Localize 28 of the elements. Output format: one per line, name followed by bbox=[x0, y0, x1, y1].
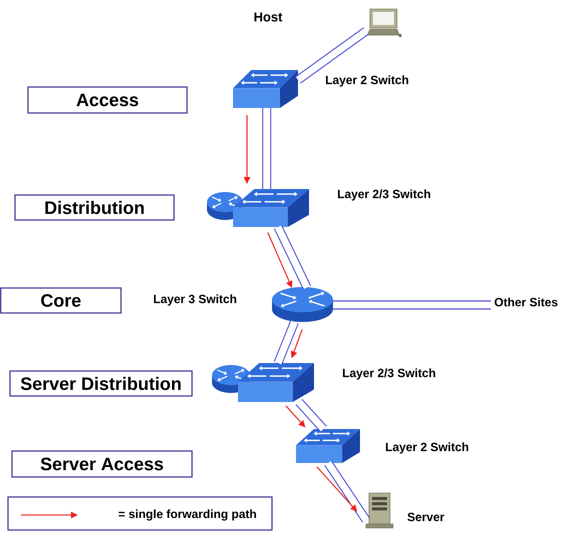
switch-icon bbox=[233, 70, 298, 108]
tier-box: Server Distribution bbox=[9, 370, 193, 397]
device-label: Server bbox=[408, 512, 444, 522]
tier-box: Server Access bbox=[11, 450, 193, 478]
legend-text: = single forwarding path bbox=[118, 509, 256, 521]
switch-icon bbox=[296, 429, 360, 463]
device-label: Layer 2/3 Switch bbox=[343, 368, 436, 380]
forwarding-arrow bbox=[285, 405, 306, 428]
link-line bbox=[333, 300, 491, 310]
device-label: Host bbox=[254, 12, 282, 22]
link-line bbox=[274, 225, 312, 290]
device-label: Layer 2/3 Switch bbox=[338, 189, 430, 201]
link-line bbox=[324, 460, 370, 522]
link-line bbox=[296, 399, 327, 432]
tier-box: Distribution bbox=[14, 194, 175, 221]
site-label: Other Sites bbox=[494, 298, 558, 306]
device-label: Layer 3 Switch bbox=[154, 294, 236, 306]
link-line bbox=[262, 108, 272, 189]
device-label: Layer 2 Switch bbox=[386, 442, 468, 454]
server-icon bbox=[366, 492, 394, 528]
router-icon bbox=[272, 287, 333, 322]
link-line bbox=[295, 27, 369, 84]
tier-box: Core bbox=[0, 287, 122, 314]
device-label: Layer 2 Switch bbox=[326, 75, 408, 87]
router-switch-icon bbox=[212, 363, 314, 402]
link-line bbox=[274, 320, 299, 365]
tier-box: Access bbox=[27, 86, 188, 114]
router-switch-icon bbox=[207, 189, 309, 227]
